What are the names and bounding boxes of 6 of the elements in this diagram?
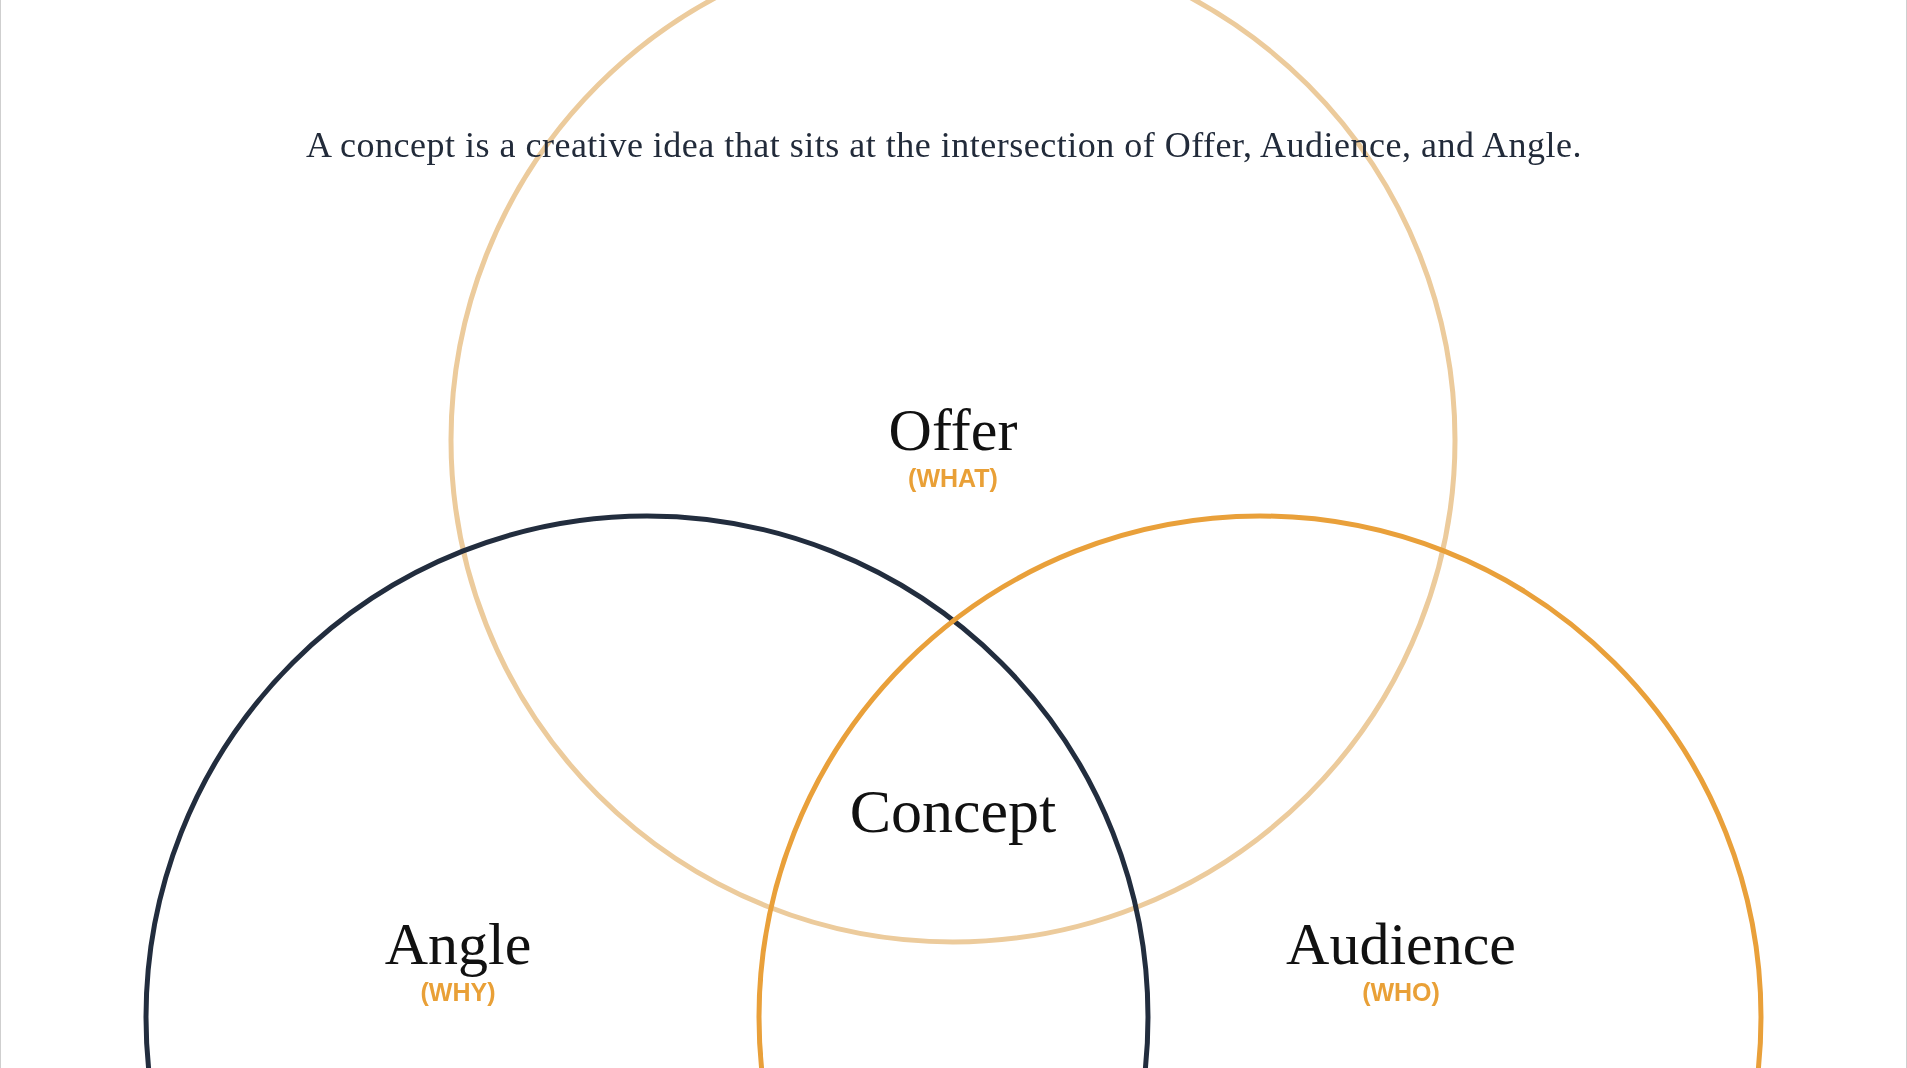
set-question: (WHY) [420,980,496,1005]
set-question: (WHAT) [908,466,998,491]
set-name: Audience [1286,914,1516,974]
diagram-title: A concept is a creative idea that sits at the intersection of Offer, Audience, and Angle. [306,127,1582,163]
set-name: Offer [888,400,1018,460]
set-question: (WHO) [1362,980,1440,1005]
